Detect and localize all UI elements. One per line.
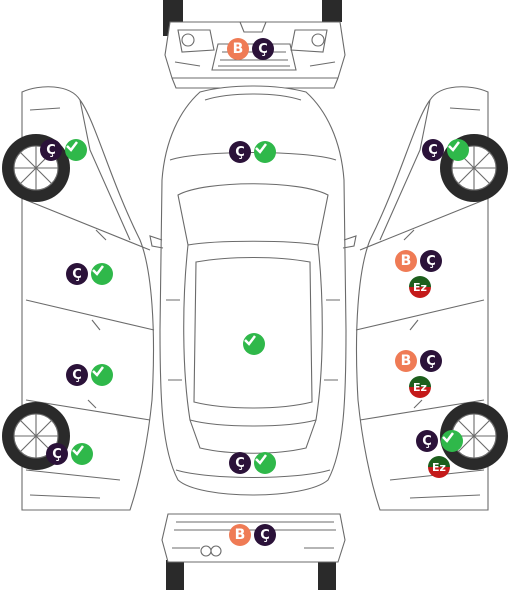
left-rear-fender-check-icon [71, 443, 93, 465]
right-front-door-badge-b: B [395, 250, 417, 272]
rear-bumper-view [161, 513, 346, 590]
left-front-door-badge-c: Ç [66, 263, 88, 285]
hood-badge-c: Ç [229, 141, 251, 163]
front-bumper-badge-b: B [227, 38, 249, 60]
right-rear-door-badge-b: B [395, 350, 417, 372]
left-rear-door-check-icon [91, 364, 113, 386]
roof-check-icon [243, 333, 265, 355]
front-bumper-badge-c: Ç [252, 38, 274, 60]
right-rear-door-badge-ez: Ez [409, 376, 431, 398]
right-rear-fender-check-icon [441, 430, 463, 452]
left-front-fender-badge-c: Ç [40, 139, 62, 161]
hood-check-icon [254, 141, 276, 163]
left-front-fender-check-icon [65, 139, 87, 161]
top-view-car [149, 85, 357, 496]
trunk-check-icon [254, 452, 276, 474]
right-side-view [355, 86, 508, 511]
right-rear-fender-badge-c: Ç [416, 430, 438, 452]
right-front-fender-badge-c: Ç [422, 139, 444, 161]
rear-bumper-badge-b: B [229, 524, 251, 546]
left-side-view [2, 86, 155, 511]
rear-bumper-badge-c: Ç [254, 524, 276, 546]
right-rear-door-badge-c: Ç [420, 350, 442, 372]
right-rear-fender-badge-ez: Ez [428, 456, 450, 478]
left-rear-door-badge-c: Ç [66, 364, 88, 386]
left-front-door-check-icon [91, 263, 113, 285]
right-front-fender-check-icon [447, 139, 469, 161]
trunk-badge-c: Ç [229, 452, 251, 474]
right-front-door-badge-ez: Ez [409, 276, 431, 298]
right-front-door-badge-c: Ç [420, 250, 442, 272]
left-rear-fender-badge-c: Ç [46, 443, 68, 465]
